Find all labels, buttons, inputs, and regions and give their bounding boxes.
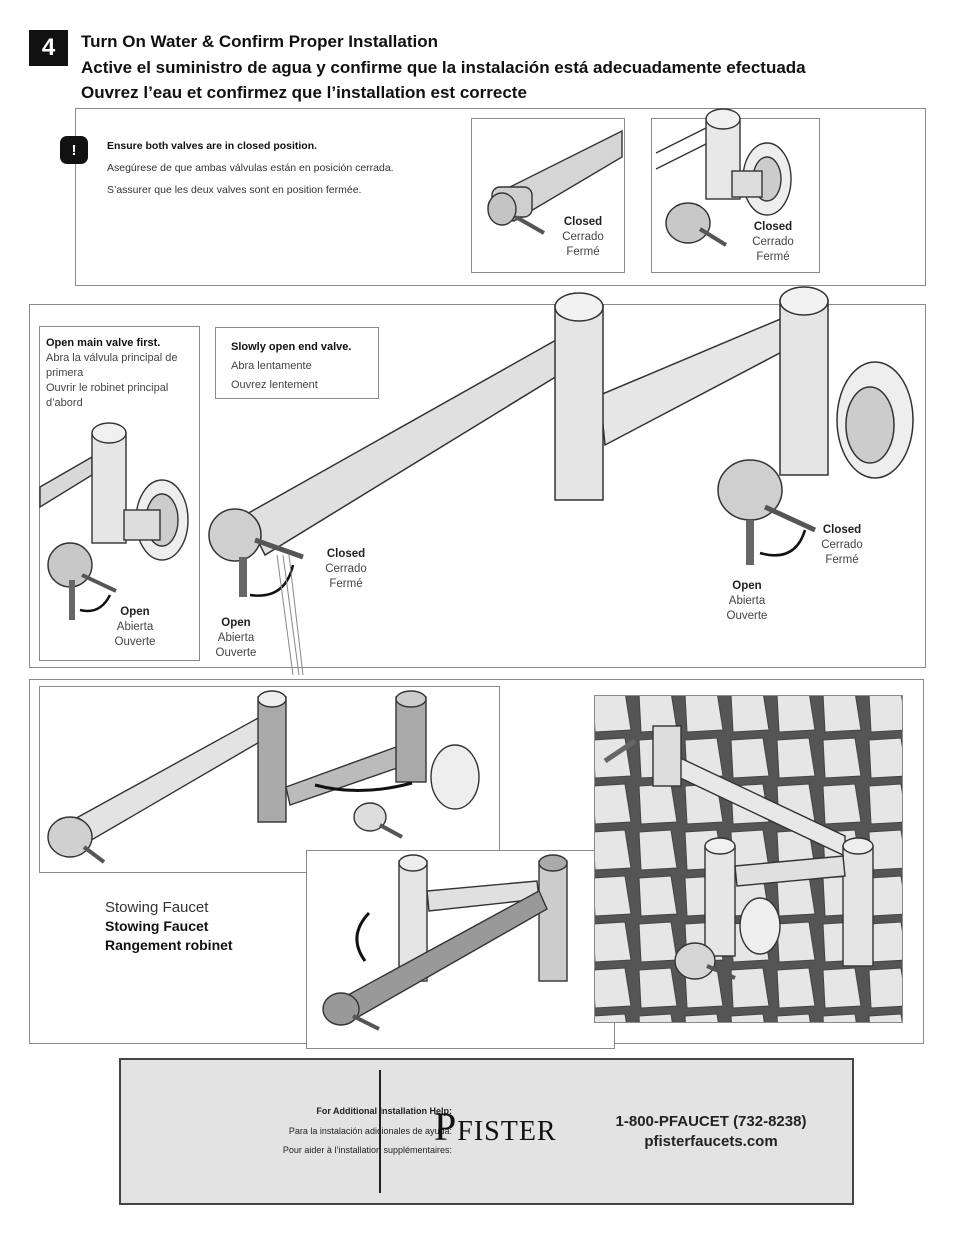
closed-label-es-3: Cerrado <box>325 563 367 575</box>
closed-label-fr-1: Fermé <box>566 246 600 258</box>
open-label-es-3: Abierta <box>728 595 766 607</box>
closed-label-es-4: Cerrado <box>821 539 863 551</box>
footer-divider <box>379 1070 381 1193</box>
main-valve-illustration <box>39 422 189 620</box>
support-footer <box>119 1058 854 1205</box>
open-label-fr-3: Ouverte <box>726 610 768 622</box>
stowing-step-1-illustration <box>47 690 480 864</box>
closed-label-fr-4: Fermé <box>825 554 859 566</box>
main-valve-fr: Ouvrir le robinet principal d’abord <box>46 382 169 409</box>
closed-end-valve-detail <box>471 118 625 273</box>
help-text-en: For Additional Installation Help: <box>316 1106 452 1116</box>
stowing-title-fr: Rangement robinet <box>105 937 233 953</box>
stowing-title-en: Stowing Faucet <box>105 899 209 916</box>
open-label-es-2: Abierta <box>217 632 255 644</box>
main-valve-closed-illustration <box>655 108 792 247</box>
open-label-en-2: Open <box>221 617 251 629</box>
main-valve-callout-text: Open main valve first. Abra la válvula p… <box>46 336 194 411</box>
stowing-step-2 <box>306 850 615 1049</box>
closed-label-en-1: Closed <box>563 216 603 228</box>
end-valve-title: Slowly open end valve. <box>231 341 352 353</box>
main-valve-es: Abra la válvula principal de primera <box>46 352 178 379</box>
closed-label-en-4: Closed <box>822 524 862 536</box>
warning-text-fr: S’assurer que les deux valves sont en po… <box>107 184 362 196</box>
closed-label-en-2: Closed <box>753 221 793 233</box>
closed-label-en-3: Closed <box>326 548 366 560</box>
stowing-step-2-illustration <box>322 854 568 1031</box>
closed-label-fr-3: Fermé <box>329 578 363 590</box>
support-website: pfisterfaucets.com <box>644 1133 778 1150</box>
stowing-step-1 <box>39 686 500 873</box>
closed-label-es-1: Cerrado <box>562 231 604 243</box>
open-label-en-1: Open <box>120 606 150 618</box>
support-phone: 1-800-PFAUCET (732-8238) <box>615 1113 807 1130</box>
end-valve-callout <box>215 327 379 399</box>
help-text-fr: Pour aider à l’installation supplémentai… <box>282 1145 452 1155</box>
main-valve-title: Open main valve first. <box>46 337 161 349</box>
tile-wall-illustration <box>595 696 902 1022</box>
warning-icon: ! <box>60 136 88 164</box>
open-label-es-1: Abierta <box>116 621 154 633</box>
help-text-es: Para la instalación adicionales de ayuda… <box>288 1126 452 1136</box>
open-label-en-3: Open <box>732 580 762 592</box>
warning-text-es: Asegúrese de que ambas válvulas están en… <box>107 162 394 174</box>
installed-faucet-view <box>594 695 903 1023</box>
pfister-logo: Pfister <box>434 1104 557 1149</box>
step-title-en: Turn On Water & Confirm Proper Installat… <box>81 32 439 51</box>
end-valve-closed-illustration <box>487 129 623 235</box>
closed-label-fr-2: Fermé <box>756 251 790 263</box>
pot-filler-illustration <box>208 286 914 676</box>
step-number-badge: 4 <box>29 30 68 66</box>
step-title-fr: Ouvrez l’eau et confirmez que l’installa… <box>81 83 527 102</box>
stowing-title-es: Stowing Faucet <box>105 918 209 934</box>
warning-text-en: Ensure both valves are in closed positio… <box>107 140 318 152</box>
step-title-es: Active el suministro de agua y confirme … <box>81 58 806 77</box>
end-valve-callout-text: Slowly open end valve. Abra lentamente O… <box>231 338 371 395</box>
closed-label-es-2: Cerrado <box>752 236 794 248</box>
end-valve-fr: Ouvrez lentement <box>231 379 318 391</box>
end-valve-es: Abra lentamente <box>231 360 312 372</box>
open-label-fr-1: Ouverte <box>114 636 156 648</box>
open-label-fr-2: Ouverte <box>215 647 257 659</box>
closed-main-valve-detail <box>651 108 820 273</box>
